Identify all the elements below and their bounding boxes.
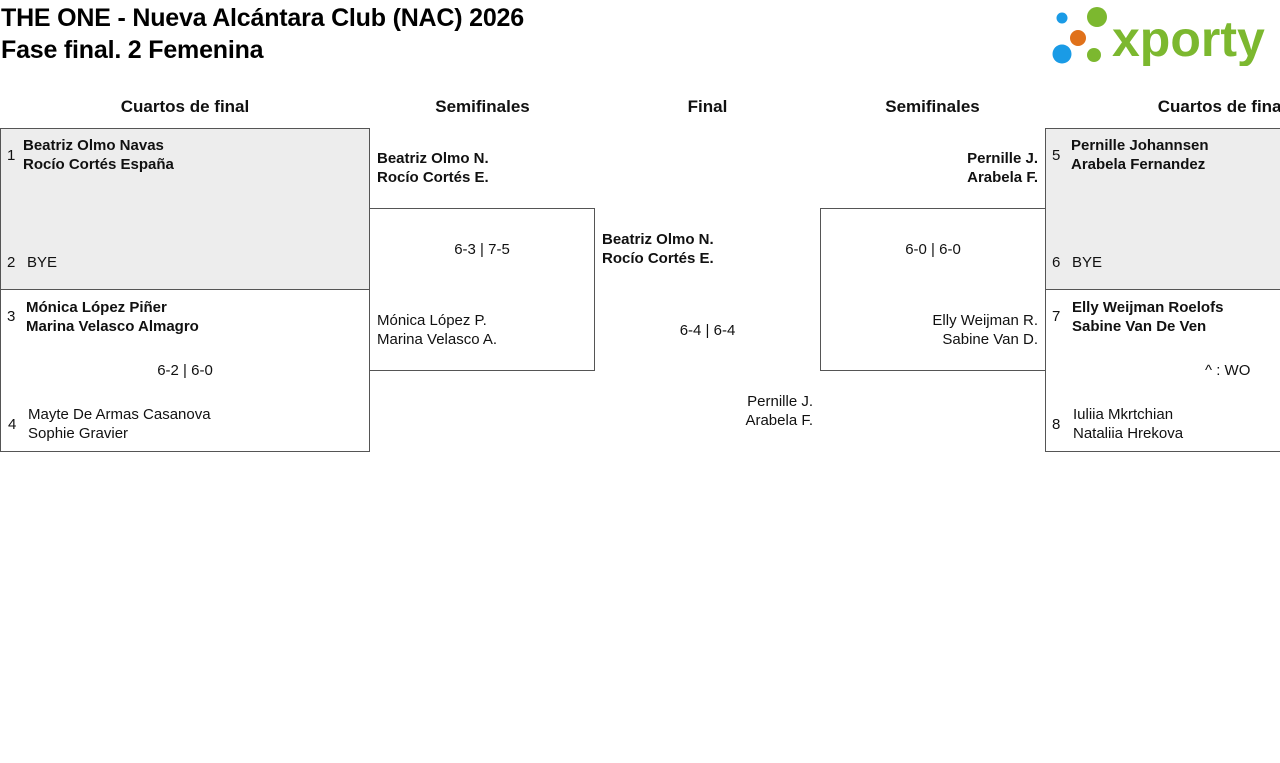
match-score: 6-2 | 6-0 bbox=[157, 362, 213, 379]
logo-dot bbox=[1087, 48, 1101, 62]
player-name: BYE bbox=[27, 254, 58, 271]
player-name: Mónica López Piñer bbox=[26, 299, 167, 316]
header-qf-left: Cuartos de final bbox=[120, 97, 250, 116]
player-name: BYE bbox=[1072, 254, 1103, 271]
player-name: Rocío Cortés E. bbox=[602, 250, 714, 267]
xporty-logo[interactable]: xporty bbox=[1052, 4, 1276, 66]
player-name: Sabine Van D. bbox=[942, 331, 1038, 348]
player-name: Arabela F. bbox=[745, 412, 813, 429]
match-score: 6-3 | 7-5 bbox=[454, 241, 510, 258]
player-name: Rocío Cortés E. bbox=[377, 169, 489, 186]
player-name: Marina Velasco Almagro bbox=[26, 318, 199, 335]
player-name: Iuliia Mkrtchian bbox=[1073, 406, 1174, 423]
seed-number: 3 bbox=[7, 308, 16, 325]
player-name: Marina Velasco A. bbox=[377, 331, 498, 348]
header-sf-left: Semifinales bbox=[435, 97, 530, 116]
player-name: Nataliia Hrekova bbox=[1073, 425, 1184, 442]
tournament-title: THE ONE - Nueva Alcántara Club (NAC) 202… bbox=[1, 4, 524, 32]
header-sf-right: Semifinales bbox=[885, 97, 980, 116]
phase-title: Fase final. 2 Femenina bbox=[1, 36, 264, 64]
match-sf-left[interactable] bbox=[369, 208, 595, 371]
player-name: Mónica López P. bbox=[377, 312, 487, 329]
match-score: 6-4 | 6-4 bbox=[679, 322, 736, 339]
player-name: Arabela Fernandez bbox=[1071, 156, 1206, 173]
player-name: Beatriz Olmo Navas bbox=[23, 137, 164, 154]
player-name: Beatriz Olmo N. bbox=[602, 231, 714, 248]
seed-number: 8 bbox=[1052, 416, 1061, 433]
match-score: ^ : WO bbox=[1205, 362, 1251, 379]
player-name: Mayte De Armas Casanova bbox=[28, 406, 211, 423]
match-qf-right-2[interactable] bbox=[1045, 289, 1280, 452]
player-name: Rocío Cortés España bbox=[23, 156, 174, 173]
player-name: Elly Weijman R. bbox=[932, 312, 1038, 329]
player-name: Pernille J. bbox=[967, 150, 1038, 167]
match-sf-right[interactable] bbox=[820, 208, 1046, 371]
match-qf-left-1[interactable] bbox=[0, 128, 370, 290]
player-name: Pernille Johannsen bbox=[1071, 137, 1209, 154]
header-qf-right: Cuartos de final bbox=[1157, 97, 1280, 116]
player-name: Beatriz Olmo N. bbox=[377, 150, 489, 167]
logo-dot bbox=[1052, 44, 1072, 64]
player-name: Sophie Gravier bbox=[28, 425, 129, 442]
logo-text: xporty bbox=[1112, 11, 1265, 66]
seed-number: 5 bbox=[1052, 147, 1061, 164]
seed-number: 7 bbox=[1052, 308, 1061, 325]
match-qf-left-2[interactable] bbox=[0, 289, 370, 452]
seed-number: 2 bbox=[7, 254, 16, 271]
seed-number: 4 bbox=[8, 416, 17, 433]
page-title: THE ONE - Nueva Alcántara Club (NAC) 202… bbox=[1, 2, 524, 66]
logo-dot bbox=[1087, 7, 1107, 27]
header-final: Final bbox=[687, 97, 728, 116]
match-score: 6-0 | 6-0 bbox=[905, 241, 961, 258]
player-name: Pernille J. bbox=[747, 393, 813, 410]
player-name: Arabela F. bbox=[967, 169, 1038, 186]
seed-number: 6 bbox=[1052, 254, 1061, 271]
player-name: Sabine Van De Ven bbox=[1072, 318, 1207, 335]
logo-dot bbox=[1070, 30, 1086, 46]
player-name: Elly Weijman Roelofs bbox=[1072, 299, 1224, 316]
match-qf-right-1[interactable] bbox=[1045, 128, 1280, 290]
seed-number: 1 bbox=[7, 147, 16, 164]
logo-dot bbox=[1056, 12, 1068, 24]
